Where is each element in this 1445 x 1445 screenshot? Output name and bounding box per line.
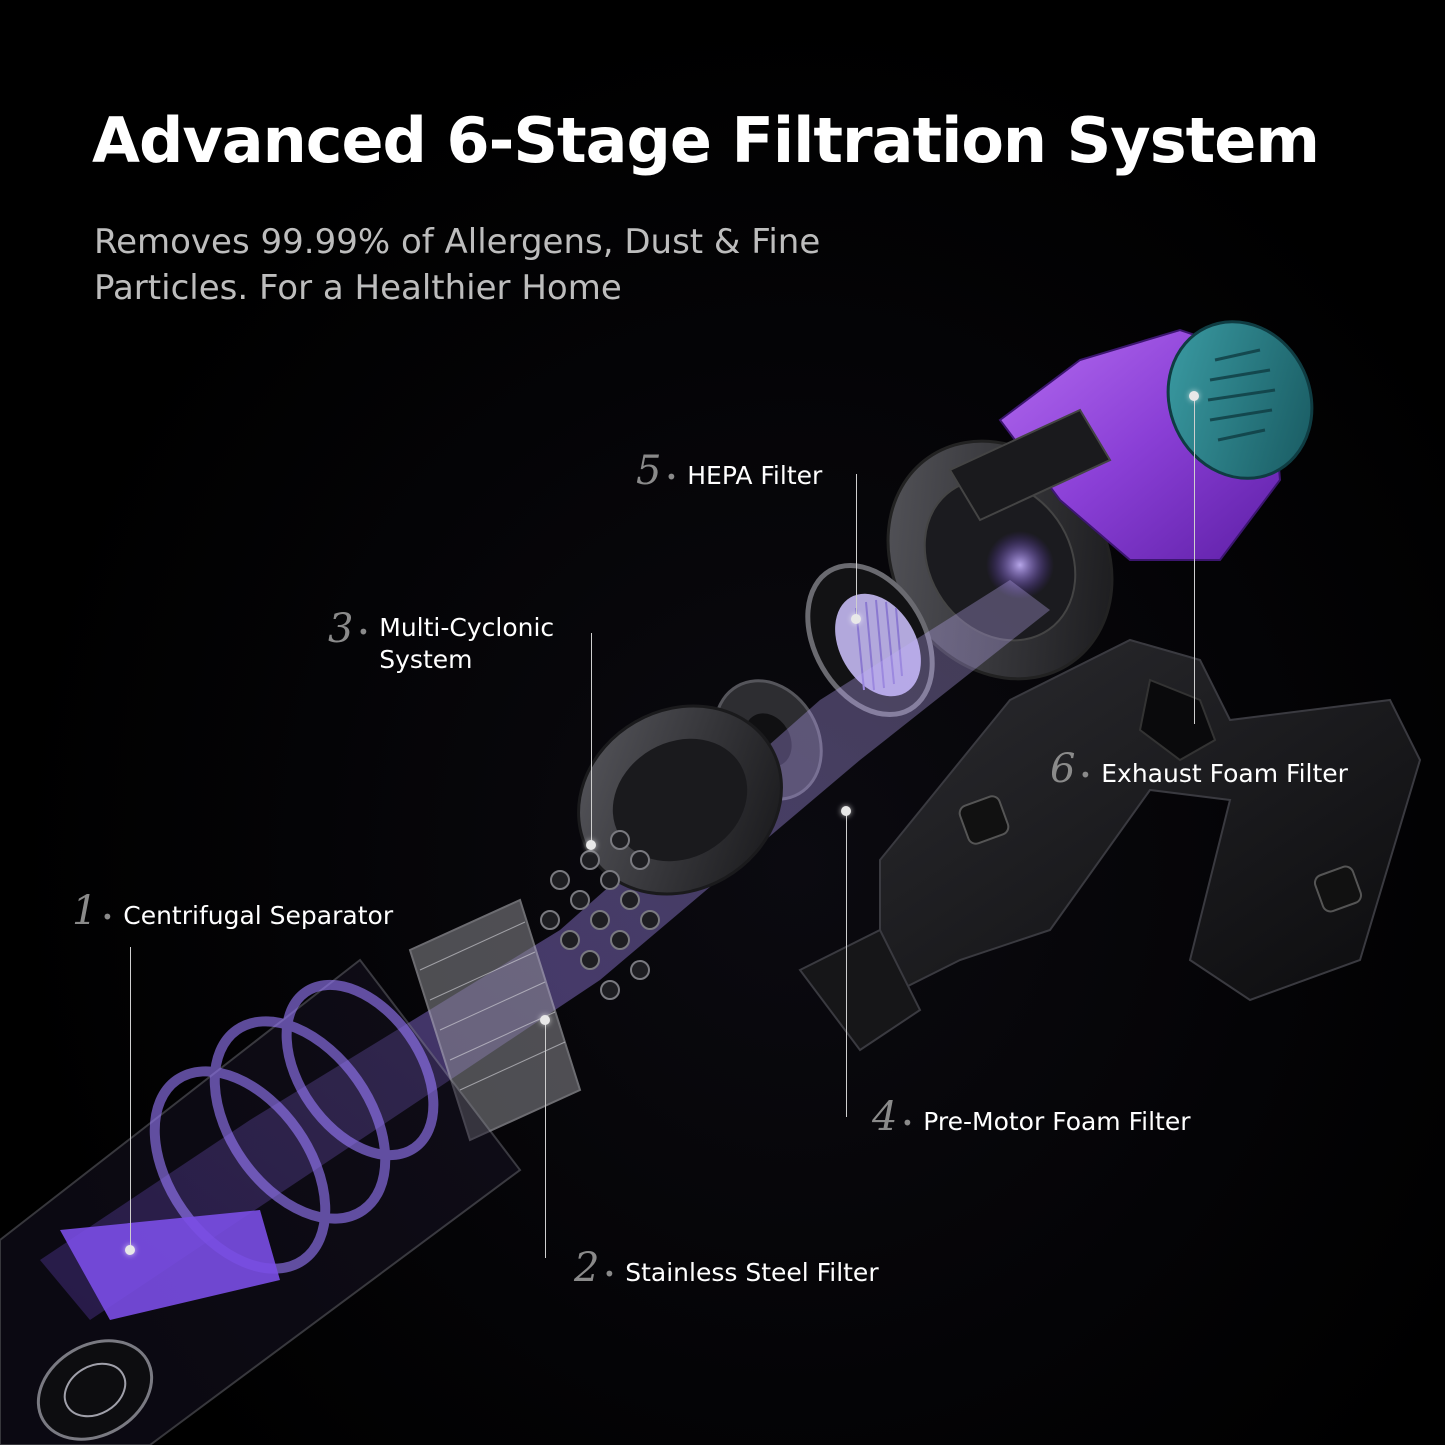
leader-line-stage-6 [1194, 397, 1195, 724]
stage-2-label: Stainless Steel Filter [625, 1258, 879, 1287]
leader-dot-stage-4 [841, 806, 851, 816]
handle-body [798, 638, 1422, 1052]
callout-stage-4: 4 • Pre-Motor Foam Filter [872, 1094, 1191, 1140]
leader-line-stage-3 [591, 633, 592, 846]
stage-2-dot: • [603, 1262, 616, 1286]
headline: Advanced 6-Stage Filtration System [92, 104, 1320, 177]
stage-4-label: Pre-Motor Foam Filter [923, 1107, 1191, 1136]
leader-dot-stage-5 [851, 614, 861, 624]
stage-6-dot: • [1079, 763, 1092, 787]
multi-cyclonic-assembly [540, 704, 783, 1000]
stage-6-label: Exhaust Foam Filter [1101, 759, 1348, 788]
leader-line-stage-2 [545, 1020, 546, 1258]
stage-2-number: 2 [574, 1245, 600, 1291]
stage-1-number: 1 [72, 888, 98, 934]
leader-dot-stage-2 [540, 1015, 550, 1025]
callout-stage-1: 1 • Centrifugal Separator [72, 888, 393, 934]
leader-dot-stage-3 [586, 840, 596, 850]
stage-5-label: HEPA Filter [687, 461, 823, 490]
subheadline-line-2: Particles. For a Healthier Home [94, 268, 622, 308]
stage-3-label-line-2: System [379, 645, 473, 674]
stage-5-dot: • [665, 465, 678, 489]
leader-line-stage-4 [846, 812, 847, 1117]
motor-head [886, 320, 1314, 681]
leader-line-stage-5 [856, 474, 857, 619]
stage-1-label: Centrifugal Separator [123, 901, 394, 930]
stage-5-number: 5 [636, 448, 662, 494]
callout-stage-6: 6 • Exhaust Foam Filter [1050, 746, 1348, 792]
callout-stage-5: 5 • HEPA Filter [636, 448, 822, 494]
stage-4-dot: • [901, 1111, 914, 1135]
callout-stage-3: 3 • Multi-Cyclonic System [328, 606, 554, 676]
stage-3-number: 3 [328, 606, 354, 652]
stage-1-dot: • [101, 905, 114, 929]
subheadline-line-1: Removes 99.99% of Allergens, Dust & Fine [94, 222, 821, 262]
callout-stage-2: 2 • Stainless Steel Filter [574, 1245, 879, 1291]
stainless-steel-filter [408, 898, 582, 1142]
stage-4-number: 4 [872, 1094, 898, 1140]
leader-dot-stage-6 [1189, 391, 1199, 401]
leader-dot-stage-1 [125, 1245, 135, 1255]
dust-bin [0, 958, 522, 1445]
stage-3-label: Multi-Cyclonic System [379, 612, 554, 676]
leader-line-stage-1 [130, 947, 131, 1252]
stage-3-dot: • [357, 620, 370, 644]
stage-6-number: 6 [1050, 746, 1076, 792]
stage-3-label-line-1: Multi-Cyclonic [379, 613, 555, 642]
